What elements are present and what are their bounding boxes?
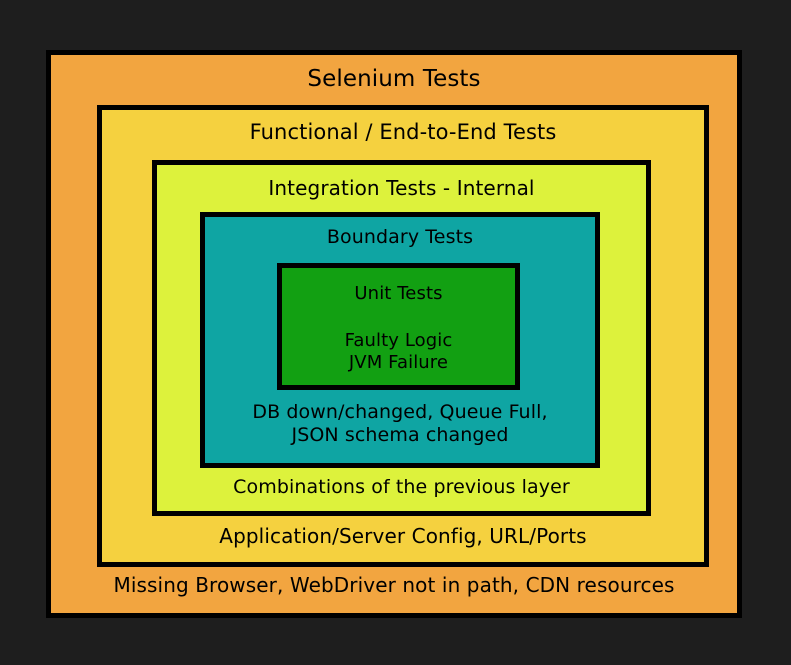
- layer-boundary-tests-heading: Boundary Tests: [326, 226, 474, 248]
- layer-boundary-tests: Boundary Tests Unit Tests Faulty Logic J…: [200, 212, 600, 468]
- layer-integration-tests-internal-heading: Integration Tests - Internal: [268, 176, 535, 200]
- layer-boundary-tests-failures: DB down/changed, Queue Full, JSON schema…: [252, 400, 548, 446]
- layer-selenium-tests-heading: Selenium Tests: [307, 66, 481, 92]
- layer-functional-end-to-end-tests-heading: Functional / End-to-End Tests: [249, 120, 557, 144]
- layer-unit-tests-heading: Unit Tests: [354, 283, 443, 304]
- layer-unit-tests-failures: Faulty Logic JVM Failure: [344, 330, 453, 373]
- layer-integration-tests-internal: Integration Tests - Internal Boundary Te…: [152, 160, 651, 516]
- layer-unit-tests: Unit Tests Faulty Logic JVM Failure: [277, 263, 520, 390]
- layer-selenium-tests-failures: Missing Browser, WebDriver not in path, …: [113, 572, 675, 597]
- layer-integration-tests-internal-failures: Combinations of the previous layer: [233, 475, 570, 498]
- layer-selenium-tests: Selenium Tests Functional / End-to-End T…: [46, 50, 742, 618]
- layer-functional-end-to-end-tests: Functional / End-to-End Tests Integratio…: [97, 105, 709, 567]
- layer-functional-end-to-end-tests-failures: Application/Server Config, URL/Ports: [219, 523, 587, 548]
